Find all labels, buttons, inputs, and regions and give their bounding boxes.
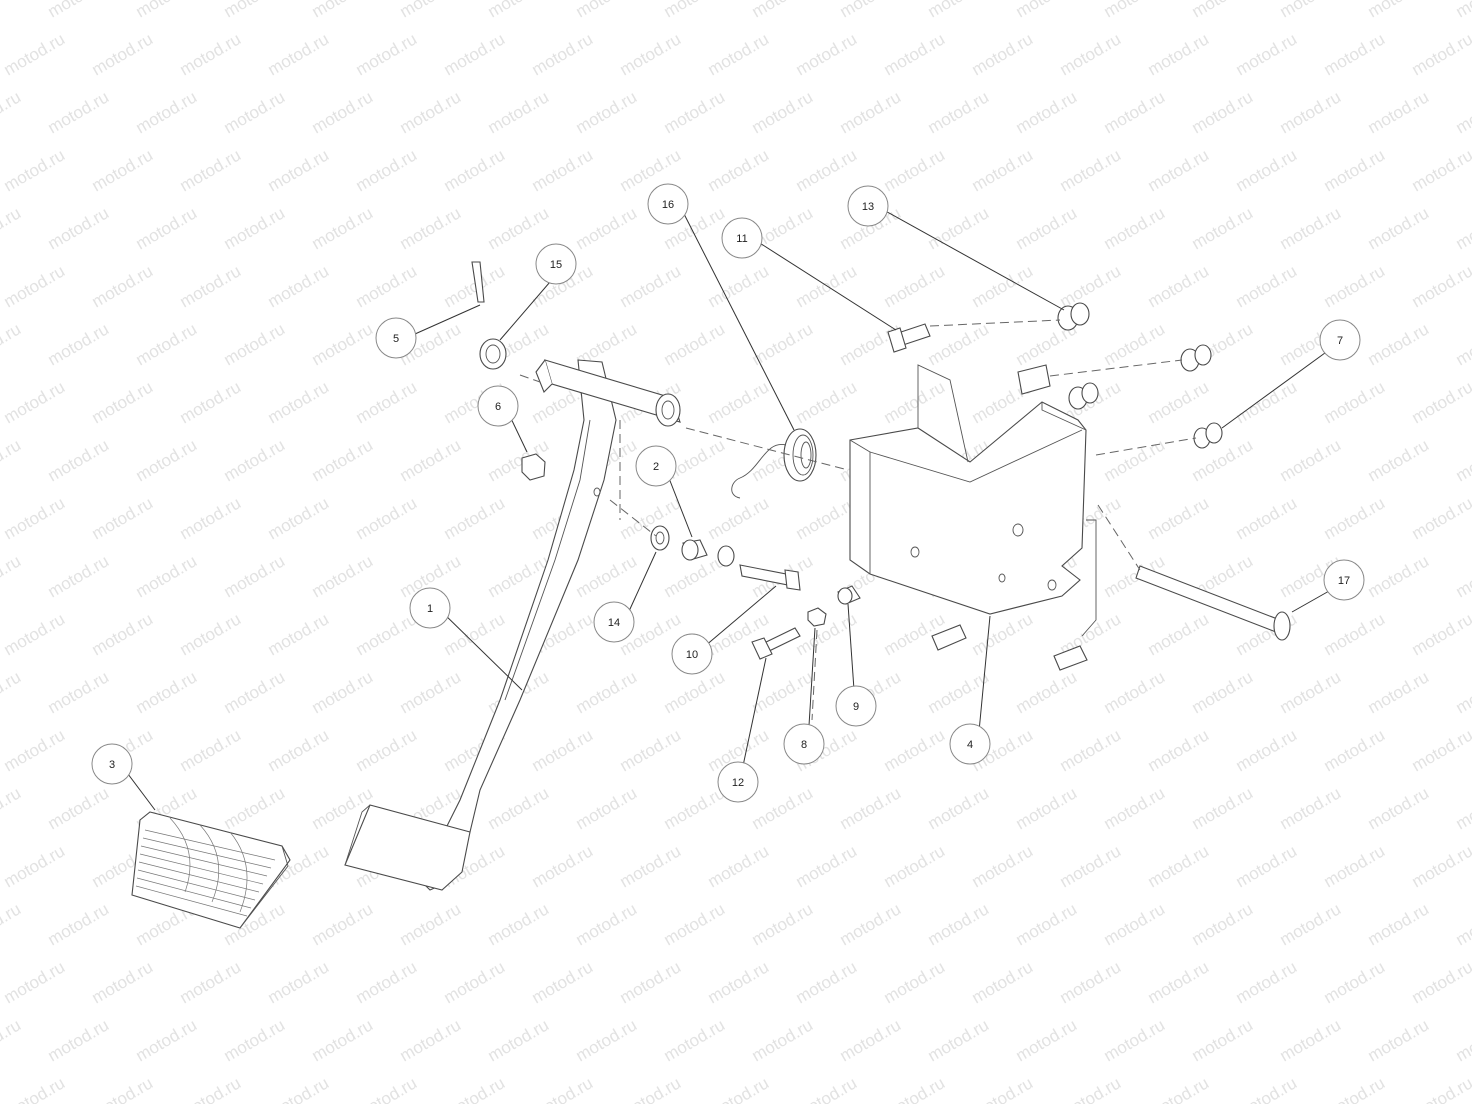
- callout-12-label: 12: [732, 777, 744, 789]
- bushing-2: [681, 539, 708, 561]
- washer-14: [650, 525, 670, 551]
- callout-8: 8: [783, 723, 825, 765]
- bolt-12: [751, 627, 801, 660]
- callout-13: 13: [847, 185, 889, 227]
- nut-7: [1193, 422, 1223, 449]
- callout-14: 14: [593, 601, 635, 643]
- callout-13-label: 13: [862, 201, 874, 213]
- bolt-11: [887, 323, 931, 353]
- callout-15-label: 15: [550, 259, 562, 271]
- return-spring: [731, 428, 817, 499]
- pedal-lever: [344, 359, 681, 891]
- assembly-lines: [519, 319, 1197, 721]
- callout-2: 2: [635, 445, 677, 487]
- callout-11: 11: [721, 217, 763, 259]
- callout-12: 12: [717, 761, 759, 803]
- callout-16: 16: [647, 183, 689, 225]
- callout-6: 6: [477, 385, 519, 427]
- callout-8-label: 8: [801, 739, 807, 751]
- callout-15: 15: [535, 243, 577, 285]
- callout-4-label: 4: [967, 739, 973, 751]
- callout-17: 17: [1323, 559, 1365, 601]
- callout-10-label: 10: [686, 649, 698, 661]
- callout-10: 10: [671, 633, 713, 675]
- callout-4: 4: [949, 723, 991, 765]
- nut-13: [1057, 302, 1090, 331]
- callout-3-label: 3: [109, 759, 115, 771]
- callout-11-label: 11: [736, 233, 747, 245]
- nut-pair-mid: [1068, 344, 1212, 410]
- bolt-10: [717, 545, 801, 591]
- callout-5-label: 5: [393, 333, 399, 345]
- callout-9-label: 9: [853, 701, 859, 713]
- callout-1: 1: [409, 587, 451, 629]
- callout-2-label: 2: [653, 461, 659, 473]
- callout-6-label: 6: [495, 401, 501, 413]
- washer-15: [479, 338, 507, 370]
- leader-lines: [121, 207, 1346, 811]
- callout-9: 9: [835, 685, 877, 727]
- pivot-pin-17: [1135, 565, 1291, 641]
- nut-8: [807, 607, 827, 627]
- nut-6: [521, 453, 546, 481]
- callout-7-label: 7: [1337, 335, 1343, 347]
- callout-17-label: 17: [1338, 575, 1350, 587]
- callout-5: 5: [375, 317, 417, 359]
- callout-3: 3: [91, 743, 133, 785]
- mounting-bracket: [849, 364, 1097, 671]
- callout-14-label: 14: [608, 617, 620, 629]
- callout-1-label: 1: [427, 603, 433, 615]
- cotter-pin: [471, 261, 485, 303]
- pedal-rubber-pad: [131, 811, 291, 929]
- callout-7: 7: [1319, 319, 1361, 361]
- spacer-9: [837, 585, 861, 605]
- callout-16-label: 16: [662, 199, 674, 211]
